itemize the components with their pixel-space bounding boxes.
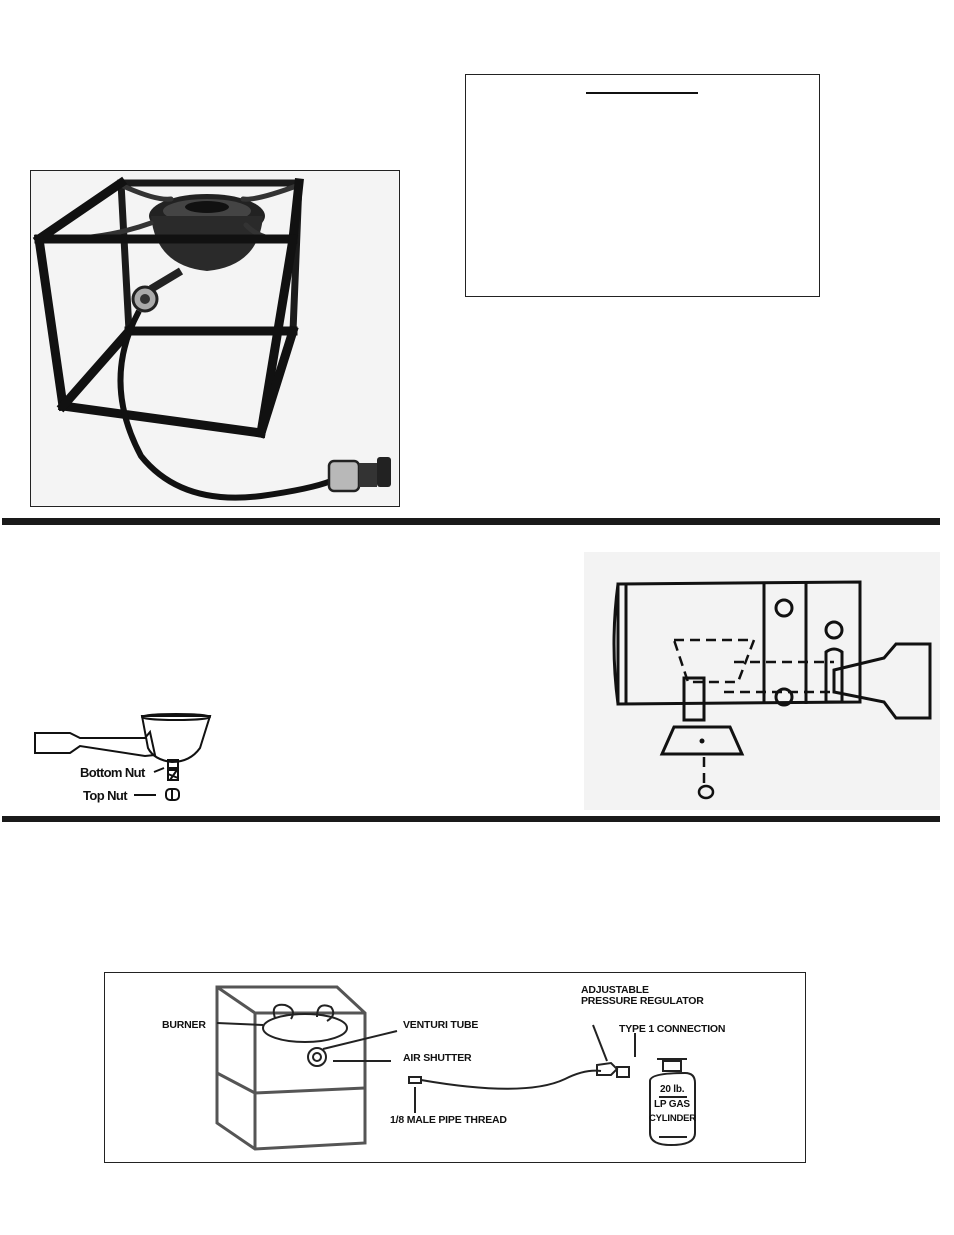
- cylinder-label-line3: CYLINDER: [649, 1113, 696, 1124]
- air-shutter-label: AIR SHUTTER: [403, 1052, 472, 1064]
- top-nut-label: Top Nut: [83, 788, 128, 803]
- bottom-nut-label: Bottom Nut: [80, 765, 145, 780]
- connection-label: TYPE 1 CONNECTION: [619, 1023, 726, 1035]
- regulator-label-line1: ADJUSTABLE: [581, 984, 649, 996]
- venturi-tube-label: VENTURI TUBE: [403, 1019, 479, 1031]
- section-divider: [2, 518, 940, 525]
- notice-title-rule: [586, 92, 698, 94]
- section-divider: [2, 816, 940, 822]
- burner-stand-illustration: [31, 171, 398, 505]
- regulator-label-line2: PRESSURE REGULATOR: [581, 995, 704, 1007]
- burner-nut-drawing: [34, 713, 212, 801]
- assembly-drawing: [215, 985, 696, 1151]
- pipe-thread-label: 1/8 MALE PIPE THREAD: [390, 1114, 507, 1126]
- burner-stand-photo: [30, 170, 400, 507]
- burner-section-drawing: [584, 552, 940, 810]
- burner-label: BURNER: [162, 1019, 206, 1031]
- assembly-diagram: BURNER VENTURI TUBE AIR SHUTTER 1/8 MALE…: [104, 972, 806, 1163]
- cylinder-label-line2: LP GAS: [654, 1099, 690, 1110]
- burner-section-diagram: [584, 552, 940, 810]
- burner-nut-diagram: Bottom Nut Top Nut: [30, 708, 230, 806]
- cylinder-label-line1: 20 lb.: [660, 1084, 685, 1095]
- notice-box: [465, 74, 820, 297]
